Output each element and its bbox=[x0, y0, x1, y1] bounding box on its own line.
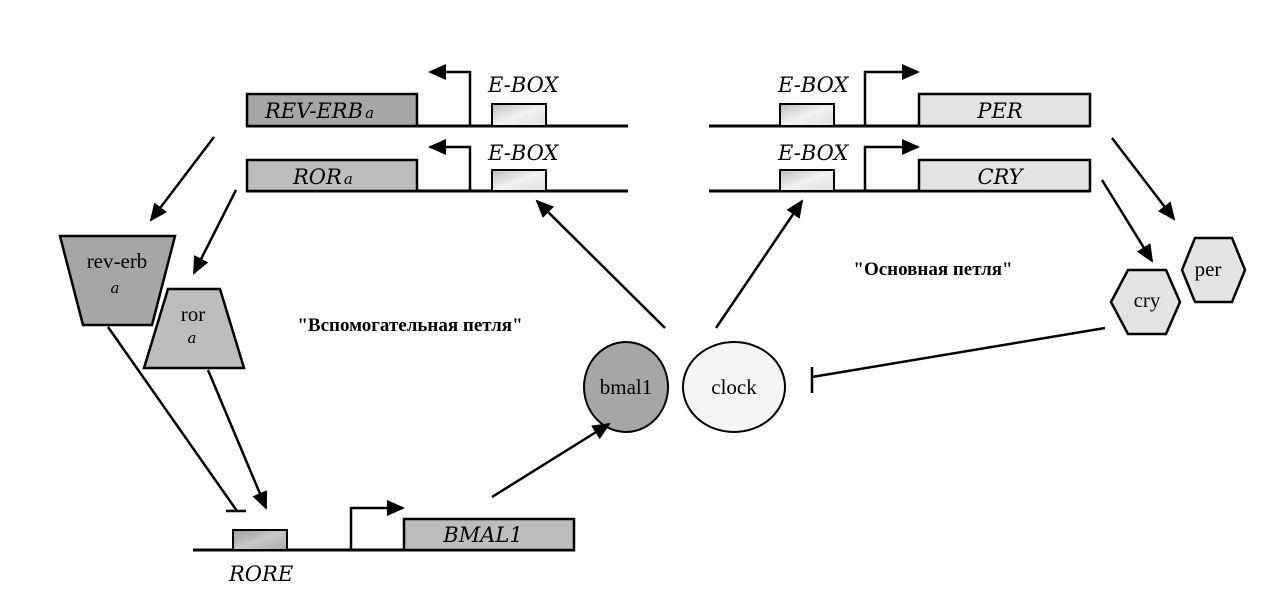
protein-complex-bmal1-clock: bmal1 clock bbox=[583, 341, 786, 433]
gene-box bbox=[245, 158, 419, 193]
gene-label: PER bbox=[976, 99, 1022, 123]
gene-box bbox=[917, 92, 1092, 128]
per-hexagon bbox=[1180, 236, 1247, 304]
gene-label: BMAL1 bbox=[442, 523, 522, 547]
arrow-icon bbox=[714, 199, 804, 329]
ebox-element bbox=[491, 103, 547, 127]
rore-element bbox=[232, 529, 288, 551]
cry-hexagon bbox=[1109, 268, 1182, 336]
inhibition-line bbox=[811, 326, 1106, 379]
trapezoid-shape bbox=[142, 287, 246, 370]
protein-ror: ror a bbox=[142, 287, 246, 370]
gene-cry: E-BOX CRY bbox=[709, 139, 1092, 193]
rore-label: RORE bbox=[228, 562, 293, 586]
gene-box bbox=[245, 92, 419, 128]
ebox-label: E-BOX bbox=[487, 73, 559, 97]
protein-label: rev-erb bbox=[87, 249, 148, 273]
ebox-label: E-BOX bbox=[777, 141, 849, 165]
protein-label: ror bbox=[181, 302, 206, 326]
clock-label: clock bbox=[711, 375, 757, 399]
arrow-icon bbox=[1100, 179, 1154, 263]
gene-bmal1: RORE BMAL1 bbox=[193, 500, 576, 586]
gene-per: E-BOX PER bbox=[709, 64, 1092, 128]
ebox-element bbox=[491, 169, 547, 192]
ebox-element bbox=[779, 169, 835, 192]
promoter-arrow-icon bbox=[428, 64, 472, 126]
arrow-icon bbox=[206, 369, 268, 510]
ebox-element bbox=[779, 103, 835, 127]
bmal1-label: bmal1 bbox=[600, 375, 653, 399]
gene-box bbox=[402, 517, 576, 552]
promoter-arrow-icon bbox=[863, 64, 920, 126]
arrow-icon bbox=[1111, 137, 1176, 221]
main-loop-label: "Основная петля" bbox=[853, 259, 1012, 280]
arrow-icon bbox=[491, 422, 611, 499]
protein-complex-cry-per: per cry bbox=[1109, 236, 1247, 336]
gene-label: CRY bbox=[977, 165, 1024, 189]
arrow-icon bbox=[192, 189, 238, 275]
arrow-icon bbox=[535, 199, 666, 329]
per-label: per bbox=[1195, 257, 1222, 281]
protein-suffix: a bbox=[188, 329, 197, 347]
protein-rev-erb: rev-erb a bbox=[58, 234, 177, 327]
ebox-label: E-BOX bbox=[777, 73, 849, 97]
inhibition-line bbox=[106, 326, 239, 512]
clock-circle bbox=[682, 341, 786, 433]
bmal1-circle bbox=[583, 341, 669, 433]
arrow-icon bbox=[149, 136, 215, 222]
promoter-arrow-icon bbox=[428, 139, 472, 191]
promoter-arrow-icon bbox=[863, 139, 920, 191]
trapezoid-shape bbox=[58, 234, 177, 327]
gene-box bbox=[917, 158, 1092, 193]
cry-label: cry bbox=[1134, 288, 1161, 312]
auxiliary-loop-label: "Вспомогательная петля" bbox=[297, 315, 522, 336]
promoter-arrow-icon bbox=[349, 500, 405, 550]
protein-suffix: a bbox=[111, 279, 120, 297]
ebox-label: E-BOX bbox=[487, 141, 559, 165]
